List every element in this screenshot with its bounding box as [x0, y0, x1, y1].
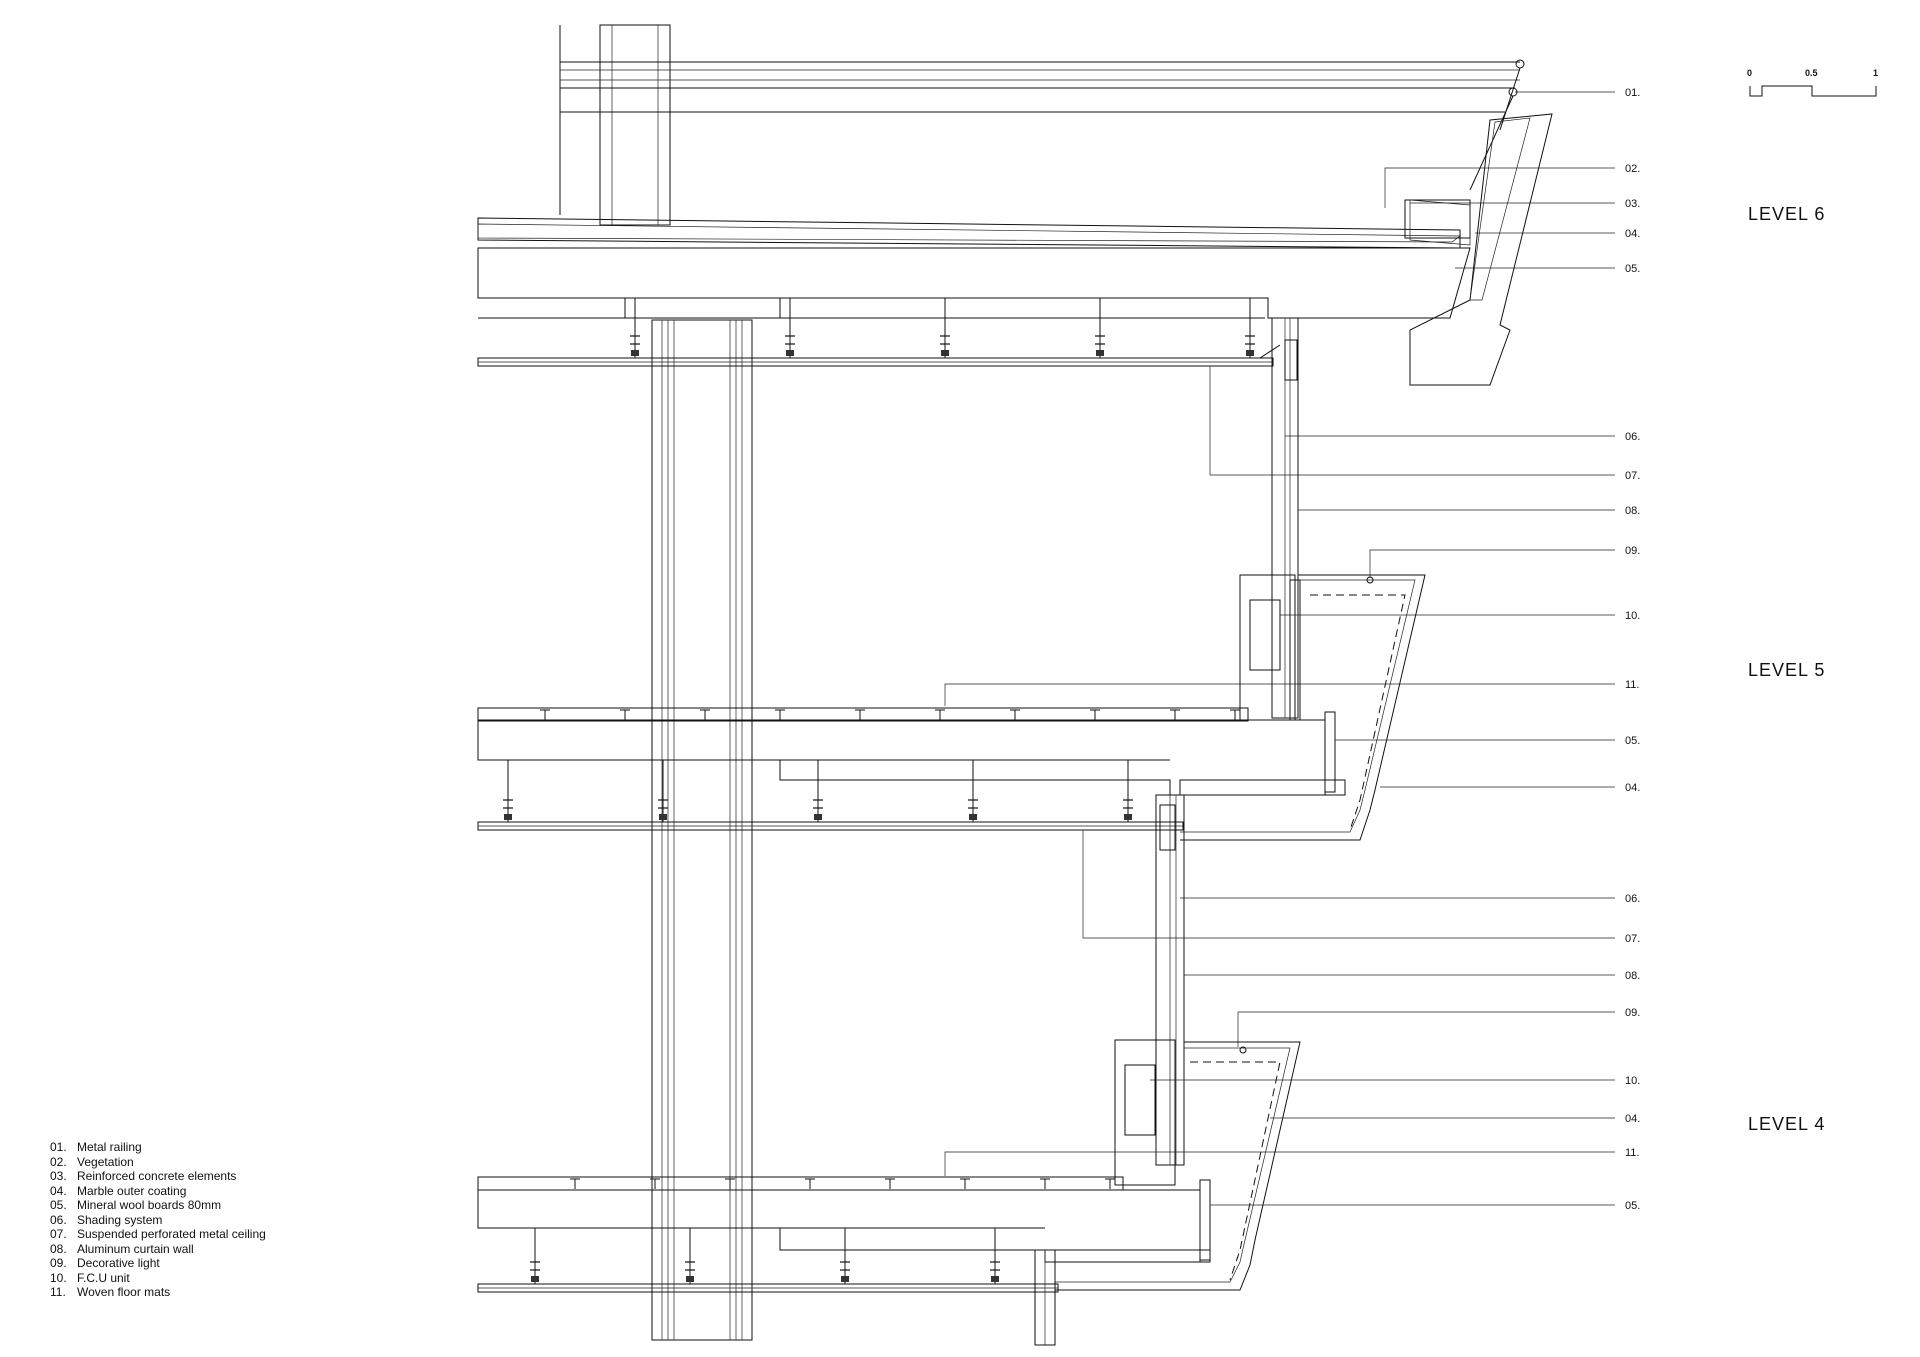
callout-09: 09.: [1625, 545, 1640, 557]
level5-fcu: [1239, 574, 1296, 721]
legend-item: 11. Woven floor mats: [50, 1285, 266, 1300]
legend-item: 02. Vegetation: [50, 1155, 266, 1170]
legend-item: 03. Reinforced concrete elements: [50, 1169, 266, 1184]
legend-number: 03.: [50, 1169, 67, 1183]
callout-08: 08.: [1625, 505, 1640, 517]
callout-05: 05.: [1625, 735, 1640, 747]
callout-11: 11.: [1625, 1147, 1639, 1159]
legend: 01. Metal railing 02. Vegetation 03. Reinforc…: [50, 1140, 266, 1300]
callout-03: 03.: [1625, 198, 1640, 210]
legend-text: Decorative light: [77, 1256, 160, 1270]
legend-text: Vegetation: [77, 1154, 134, 1169]
level6-ceiling-hangers: [630, 298, 1255, 358]
legend-text: Marble outer coating: [77, 1183, 187, 1198]
callout-01: 01.: [1625, 87, 1640, 99]
legend-item: 07. Suspended perforated metal ceiling: [50, 1227, 266, 1242]
level6-roof: [477, 113, 1553, 386]
legend-number: 07.: [50, 1227, 67, 1241]
legend-number: 01.: [50, 1140, 67, 1154]
legend-item: 04. Marble outer coating: [50, 1184, 266, 1199]
callout-06: 06.: [1625, 431, 1640, 443]
scale-mid: 0.5: [1805, 68, 1818, 78]
callout-11: 11.: [1625, 679, 1639, 691]
legend-item: 08. Aluminum curtain wall: [50, 1242, 266, 1257]
callout-04: 04.: [1625, 228, 1640, 240]
legend-number: 05.: [50, 1198, 67, 1212]
legend-text: Mineral wool boards 80mm: [77, 1198, 222, 1212]
level-4-label: LEVEL 4: [1748, 1114, 1825, 1134]
legend-item: 10. F.C.U unit: [50, 1271, 266, 1286]
legend-text: Suspended perforated metal ceiling: [77, 1227, 266, 1241]
legend-number: 04.: [50, 1183, 67, 1198]
callout-10: 10.: [1625, 610, 1640, 622]
level4-ceiling-hangers: [530, 1228, 1000, 1284]
callout-02: 02.: [1625, 163, 1640, 175]
level4-marble-cladding: [1055, 1041, 1301, 1291]
level5-floor-clips: [540, 709, 1240, 720]
callout-06: 06.: [1625, 893, 1640, 905]
callout-04: 04.: [1625, 782, 1640, 794]
legend-number: 02.: [50, 1154, 67, 1169]
roof-railing: [559, 25, 1525, 215]
level4-floor-clips: [570, 1178, 1115, 1189]
callout-09: 09.: [1625, 1007, 1640, 1019]
legend-item: 05. Mineral wool boards 80mm: [50, 1198, 266, 1213]
callout-04: 04.: [1625, 1113, 1640, 1125]
legend-text: F.C.U unit: [77, 1270, 130, 1285]
callout-08: 08.: [1625, 970, 1640, 982]
callout-labels: 01. 02. 03. 04. 05. 06. 07. 08. 09. 10. …: [1625, 87, 1640, 1212]
legend-number: 08.: [50, 1241, 67, 1256]
legend-number: 10.: [50, 1270, 67, 1285]
legend-item: 09. Decorative light: [50, 1256, 266, 1271]
scale-bar: 0 0.5 1: [1747, 68, 1878, 97]
callout-07: 07.: [1625, 470, 1640, 482]
curtain-wall-lower: [1155, 794, 1185, 1166]
scale-end: 1: [1873, 68, 1878, 78]
legend-item: 06. Shading system: [50, 1213, 266, 1228]
callout-05: 05.: [1625, 263, 1640, 275]
callout-10: 10.: [1625, 1075, 1640, 1087]
legend-text: Metal railing: [77, 1140, 142, 1154]
level-5-label: LEVEL 5: [1748, 660, 1825, 680]
legend-text: Woven floor mats: [77, 1285, 171, 1299]
scale-start: 0: [1747, 68, 1752, 78]
column: [599, 24, 753, 1341]
leader-lines: [944, 91, 1615, 1206]
legend-number: 09.: [50, 1256, 67, 1270]
callout-05: 05.: [1625, 1200, 1640, 1212]
callout-07: 07.: [1625, 933, 1640, 945]
level5-ceiling-hangers: [503, 760, 1133, 822]
level4-fcu: [1114, 1039, 1176, 1186]
legend-text: Reinforced concrete elements: [77, 1169, 237, 1183]
legend-number: 06.: [50, 1212, 67, 1227]
level-6-label: LEVEL 6: [1748, 204, 1825, 224]
legend-item: 01. Metal railing: [50, 1140, 266, 1155]
level5-floor: [477, 707, 1346, 831]
curtain-wall-upper: [1271, 317, 1301, 721]
legend-number: 11.: [50, 1285, 66, 1299]
level4-floor: [477, 1176, 1211, 1346]
legend-text: Shading system: [77, 1212, 163, 1227]
legend-text: Aluminum curtain wall: [77, 1241, 194, 1256]
